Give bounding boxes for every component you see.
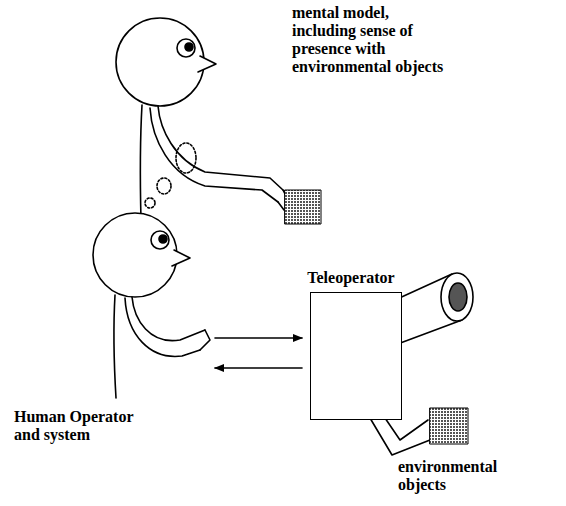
head — [116, 18, 204, 106]
operator-label: Human Operator and system — [14, 408, 154, 444]
teleoperator-box: Teleoperator — [310, 292, 402, 420]
caption-note: mental model, including sense of presenc… — [292, 4, 444, 76]
node-heading: Teleoperator — [307, 269, 394, 287]
object-label: environmental objects — [398, 458, 522, 494]
